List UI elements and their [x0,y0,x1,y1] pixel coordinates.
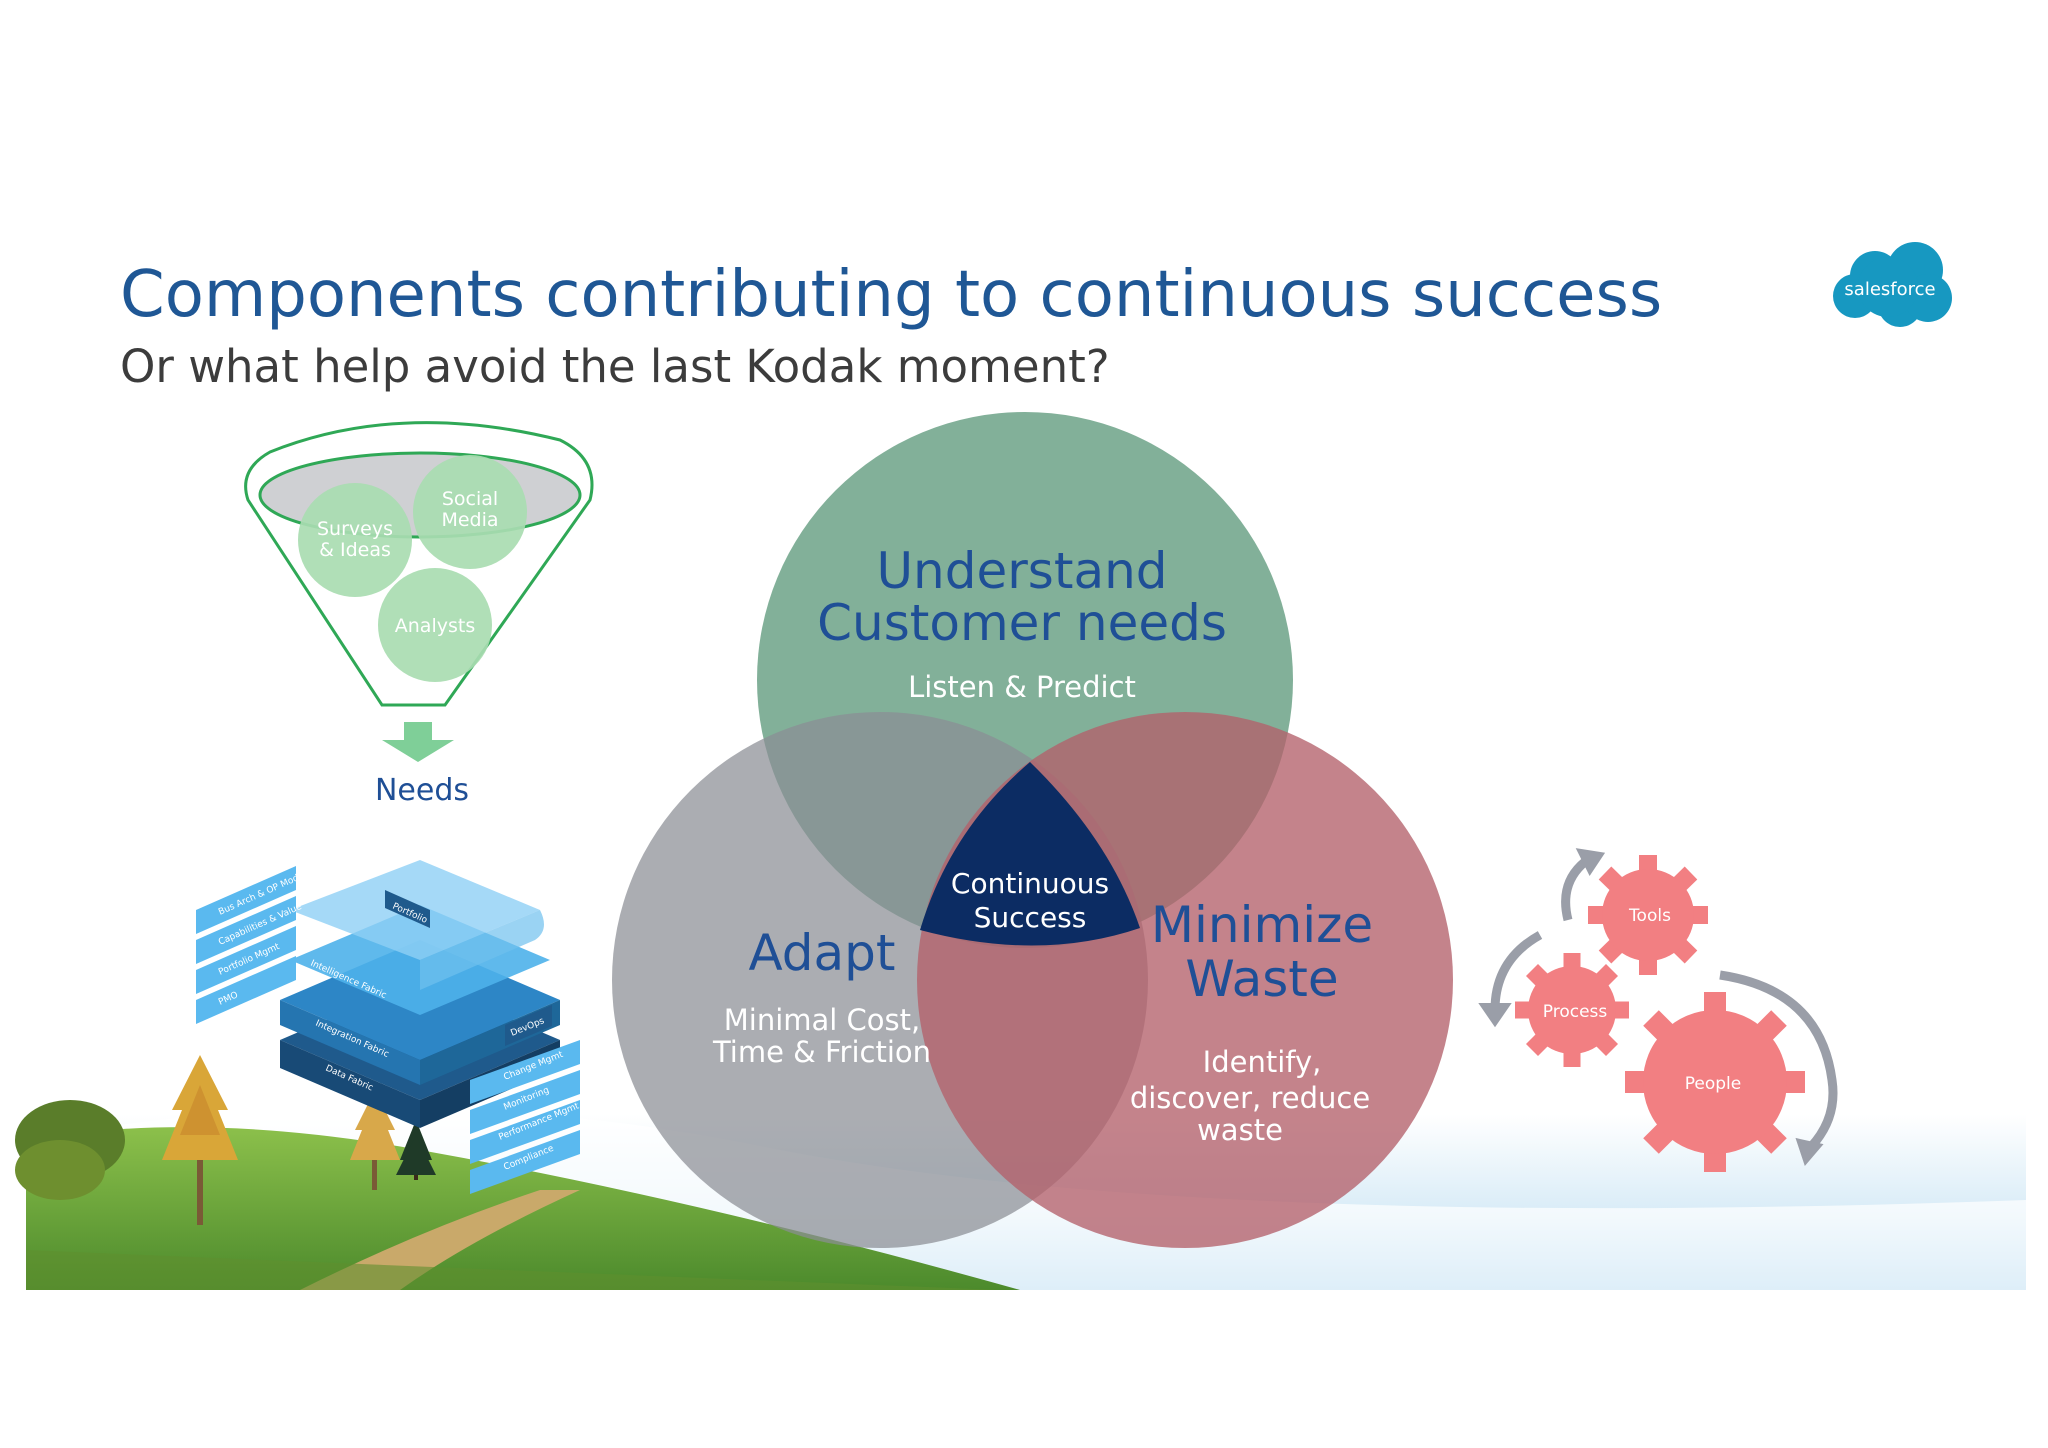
minimize-subtitle-line2: discover, reduce [1130,1081,1370,1115]
bubble-social-line2: Media [441,509,498,531]
bubble-surveys-line2: & Ideas [319,539,391,561]
bubble-analysts [378,568,492,682]
venn-center-continuous-success [920,762,1140,946]
adapt-subtitle-line1: Minimal Cost, [724,1003,921,1037]
right-tag-stack: Change Mgmt Monitoring Performance Mgmt … [470,1040,581,1194]
minimize-title-line1: Minimize [1151,896,1373,954]
minimize-title-line2: Waste [1185,950,1338,1008]
tree-autumn-2 [350,1090,400,1190]
bubble-analysts-label: Analysts [395,615,475,637]
gear-tools-label: Tools [1628,906,1671,926]
understand-title-line2: Customer needs [817,594,1227,652]
gear-people-icon [1625,992,1805,1172]
bubble-surveys-line1: Surveys [317,518,393,540]
gear-process-icon [1515,953,1629,1067]
slide-subtitle: Or what help avoid the last Kodak moment… [120,340,1110,393]
continuous-success-line2: Success [974,901,1087,934]
gears-diagram: Tools Process People [1478,848,1838,1172]
salesforce-logo-text: salesforce [1844,279,1935,300]
adapt-subtitle-line2: Time & Friction [712,1035,931,1069]
funnel-down-arrow-icon [382,722,454,762]
bubble-surveys [298,483,412,597]
gear-people-label: People [1685,1074,1741,1094]
funnel-diagram: Social Media Surveys & Ideas Analysts Ne… [244,421,594,808]
bubble-social-media [413,455,527,569]
understand-title-line1: Understand [876,542,1167,600]
gear-tools-icon [1588,855,1708,975]
slide-title: Components contributing to continuous su… [120,258,1663,332]
minimize-subtitle-line1: Identify, [1203,1045,1322,1079]
needs-label: Needs [375,773,469,808]
tree-autumn-1 [162,1055,238,1225]
tree-left [15,1100,125,1200]
minimize-subtitle-line3: waste [1197,1113,1283,1147]
continuous-success-line1: Continuous [951,867,1109,900]
adapt-title: Adapt [748,924,895,982]
understand-subtitle: Listen & Predict [908,670,1136,704]
salesforce-logo: salesforce [1833,242,1952,327]
platform-stack: Bus Arch & OP Model Capabilities & Value… [196,860,581,1194]
venn-diagram: Understand Customer needs Listen & Predi… [612,412,1453,1248]
tree-pine [396,1120,436,1180]
curved-arrow-process-icon [1490,931,1543,1011]
gear-process-label: Process [1543,1002,1608,1022]
curved-arrow-people-icon [1719,970,1838,1154]
bubble-social-line1: Social [442,488,498,510]
